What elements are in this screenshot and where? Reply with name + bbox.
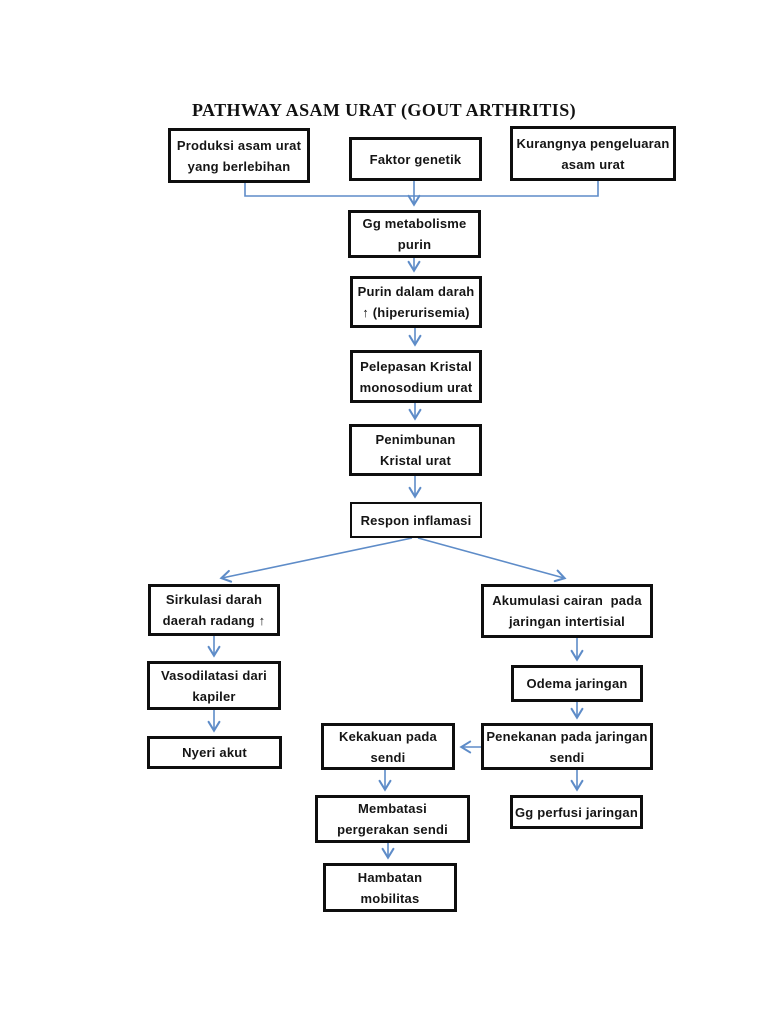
- flow-box-penimbunan-kristal-urat: Penimbunan Kristal urat: [349, 424, 482, 476]
- flow-box-nyeri-akut: Nyeri akut: [147, 736, 282, 769]
- flow-box-penekanan-jaringan-sendi: Penekanan pada jaringan sendi: [481, 723, 653, 770]
- flow-box-vasodilatasi-kapiler: Vasodilatasi dari kapiler: [147, 661, 281, 710]
- flow-box-sirkulasi-darah: Sirkulasi darah daerah radang ↑: [148, 584, 280, 636]
- flow-box-hambatan-mobilitas: Hambatan mobilitas: [323, 863, 457, 912]
- flow-box-odema-jaringan: Odema jaringan: [511, 665, 643, 702]
- flow-box-kurangnya-pengeluaran: Kurangnya pengeluaran asam urat: [510, 126, 676, 181]
- flow-box-akumulasi-cairan: Akumulasi cairan pada jaringan intertisi…: [481, 584, 653, 638]
- flow-box-membatasi-pergerakan: Membatasi pergerakan sendi: [315, 795, 470, 843]
- flow-box-gg-perfusi-jaringan: Gg perfusi jaringan: [510, 795, 643, 829]
- flow-box-gg-metabolisme-purin: Gg metabolisme purin: [348, 210, 481, 258]
- edge-merge-rail: [244, 181, 599, 197]
- flow-box-pelepasan-kristal: Pelepasan Kristal monosodium urat: [350, 350, 482, 403]
- flow-box-purin-dalam-darah: Purin dalam darah ↑ (hiperurisemia): [350, 276, 482, 328]
- page-title: PATHWAY ASAM URAT (GOUT ARTHRITIS): [191, 100, 577, 120]
- flow-box-kekakuan-sendi: Kekakuan pada sendi: [321, 723, 455, 770]
- edge-respon-to-akumulasi: [417, 537, 567, 583]
- flow-box-produksi-asam-urat: Produksi asam urat yang berlebihan: [168, 128, 310, 183]
- flow-box-faktor-genetik: Faktor genetik: [349, 137, 482, 181]
- edge-respon-to-sirkulasi: [219, 537, 413, 583]
- flow-box-respon-inflamasi: Respon inflamasi: [350, 502, 482, 538]
